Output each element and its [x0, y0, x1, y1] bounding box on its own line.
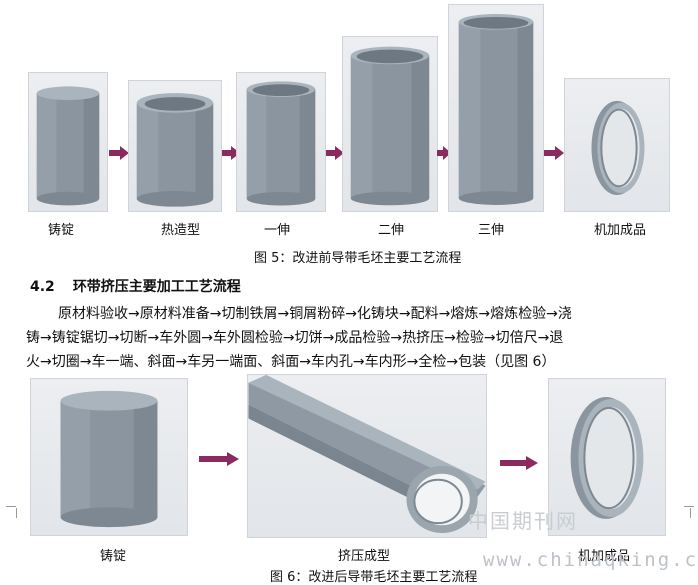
fig6-label-extrusion: 挤压成型: [338, 549, 391, 564]
fig5-label-first-draw: 一伸: [264, 223, 291, 238]
fig5-panel-third-draw: [448, 4, 544, 212]
paragraph-line: 火→切圈→车一端、斜面→车另一端面、斜面→车内孔→车内形→全检→包装（见图 6）: [26, 354, 556, 370]
fig6-label-finished: 机加成品: [578, 549, 631, 564]
fig6-arrow-2: [500, 456, 538, 470]
watermark-chinese: 中国期刊网: [468, 509, 578, 533]
fig5-label-second-draw: 二伸: [378, 223, 405, 238]
fig6-ingot-cylinder-image: [60, 390, 158, 528]
section-heading: 4.2 环带挤压主要加工工艺流程: [30, 276, 241, 296]
fig6-panel-ingot: [30, 378, 188, 536]
fig5-arrow-1: [109, 146, 129, 160]
crop-mark-right: [680, 508, 691, 518]
watermark-url: www.chinaqking.com: [483, 549, 698, 571]
fig5-panel-hot-forming: [128, 80, 222, 212]
fig5-arrow-2: [222, 146, 240, 160]
fig6-panel-extrusion: [247, 374, 487, 538]
paragraph-line: 原材料验收→原材料准备→切制铁屑→铜屑粉碎→化铸块→配料→熔炼→熔炼检验→浇: [58, 306, 572, 322]
fig5-label-third-draw: 三伸: [478, 223, 505, 238]
fig5-label-hot-forming: 热造型: [161, 223, 201, 238]
second-draw-tube-image: [350, 46, 430, 206]
fig5-arrow-5: [544, 146, 564, 160]
fig6-label-ingot: 铸锭: [100, 549, 127, 564]
first-draw-tube-image: [246, 81, 316, 206]
extruded-tube-image: [248, 375, 486, 534]
fig5-label-finished: 机加成品: [594, 223, 647, 238]
section-number: 4.2: [30, 279, 55, 295]
crop-mark-right-top: [684, 506, 694, 517]
fig6-panel-finished-ring: [548, 378, 666, 536]
third-draw-tube-image: [458, 14, 534, 205]
fig5-panel-ingot: [28, 72, 108, 212]
fig5-arrow-4: [437, 146, 451, 160]
fig5-panel-finished-ring: [564, 78, 670, 212]
fig5-label-ingot: 铸锭: [48, 223, 75, 238]
paragraph-line: 铸→铸锭锯切→切断→车外圆→车外圆检验→切饼→成品检验→热挤压→检验→切倍尺→退: [26, 330, 564, 346]
section-title: 环带挤压主要加工工艺流程: [72, 279, 241, 295]
process-paragraph: 原材料验收→原材料准备→切制铁屑→铜屑粉碎→化铸块→配料→熔炼→熔炼检验→浇 铸…: [26, 302, 676, 374]
crop-mark-left-top: [6, 506, 16, 517]
figure5-caption: 图 5：改进前导带毛坯主要工艺流程: [254, 251, 462, 266]
fig5-panel-second-draw: [342, 36, 438, 212]
fig5-panel-first-draw: [236, 72, 326, 212]
ingot-cylinder-image: [36, 86, 100, 206]
fig5-arrow-3: [326, 146, 344, 160]
finished-ring-image: [591, 100, 645, 196]
fig6-arrow-1: [199, 452, 239, 466]
hot-formed-tube-image: [136, 93, 214, 207]
fig6-finished-ring-image: [570, 397, 644, 519]
crop-mark-left: [16, 508, 27, 518]
